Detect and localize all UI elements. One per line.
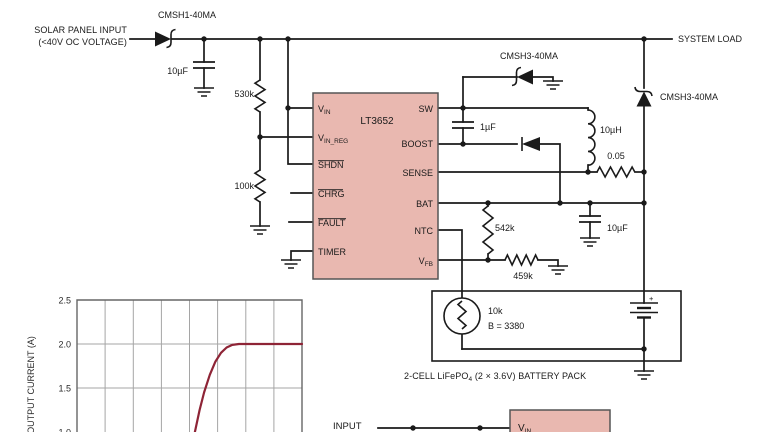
pin-boost: BOOST [401,139,433,149]
pin-bat: BAT [416,199,433,209]
diode-cmsh3-battery [634,86,653,107]
ic-pins-right: SW BOOST SENSE BAT NTC VFB [401,104,433,268]
battery-symbol [630,302,658,319]
cap-output-label: 10µF [607,223,628,233]
capacitor-output-10uF [579,215,601,223]
capacitor-input-10uF [193,61,215,69]
pin-timer: TIMER [318,247,346,257]
battery-pack-box [431,290,682,362]
ytick-1_0: 1.0 [58,428,71,432]
diode1-label: CMSH1-40MA [158,10,216,20]
chart-ylabel: OUTPUT CURRENT (A) [26,336,36,432]
ytick-2_0: 2.0 [58,340,71,350]
ground-symbols [194,80,654,380]
pin-vin-reg: VIN_REG [318,133,348,145]
pin-vfb: VFB [419,256,433,268]
system-load-label: SYSTEM LOAD [678,34,743,44]
solar-input-label-1: SOLAR PANEL INPUT [34,25,127,35]
resistor-530k [253,79,267,113]
ic2-pin-vin: VIN [518,423,531,432]
ic2-body-cropped [509,409,611,432]
inductor-label: 10µH [600,125,622,135]
pin-shdn: SHDN [318,160,344,170]
battery-plus-label: + [649,294,654,303]
resistor-100k-label: 100k [234,181,254,191]
pin-vin: VIN [318,104,331,116]
ytick-1_5: 1.5 [58,384,71,394]
output-current-chart: 2.5 2.0 1.5 1.0 OUTPUT CURRENT (A) [26,296,304,432]
diode2-label: CMSH3-40MA [500,51,558,61]
chart-curve [193,342,304,432]
pin-fault: FAULT [318,218,346,228]
resistor-459k-label: 459k [513,271,533,281]
ntc-thermistor [443,297,481,335]
resistor-459k [504,253,539,267]
cap-input-label: 10µF [167,66,188,76]
battery-pack-caption: 2-CELL LiFePO4 (2 × 3.6V) BATTERY PACK [404,371,586,383]
pin-overlines [318,160,346,220]
ic-lt3652-body [312,92,439,280]
diode-cmsh3-catch [511,66,533,87]
schematic-labels: SOLAR PANEL INPUT (<40V OC VOLTAGE) CMSH… [34,10,742,432]
pin-sense: SENSE [402,168,433,178]
ic-pins-left: VIN VIN_REG SHDN CHRG FAULT TIMER [318,104,348,257]
pin-ntc: NTC [415,226,434,236]
input-label: INPUT [333,421,362,432]
pin-chrg: CHRG [318,189,345,199]
diode3-label: CMSH3-40MA [660,92,718,102]
diode-boost [521,137,540,151]
junction-dots [201,36,647,431]
sense-resistor-label: 0.05 [607,151,625,161]
chart-plot-border [76,299,303,432]
resistor-542k-label: 542k [495,223,515,233]
ntc-value-label: 10k [488,306,503,316]
wires [129,38,673,429]
pin-sw: SW [419,104,434,114]
ic-lt3652-name: LT3652 [360,116,394,127]
resistor-100k [253,169,267,203]
resistor-530k-label: 530k [234,89,254,99]
resistor-542k [481,205,495,255]
inductor-10uH [587,109,596,166]
ytick-2_5: 2.5 [58,296,71,306]
ntc-beta-label: B = 3380 [488,321,524,331]
solar-input-label-2: (<40V OC VOLTAGE) [38,37,127,47]
cap-boost-label: 1µF [480,122,496,132]
components [155,28,682,380]
chart-gridlines [77,300,302,432]
resistor-sense-0_05 [596,165,636,179]
diode-cmsh1-input [155,28,176,49]
capacitor-boost-1uF [452,121,474,129]
